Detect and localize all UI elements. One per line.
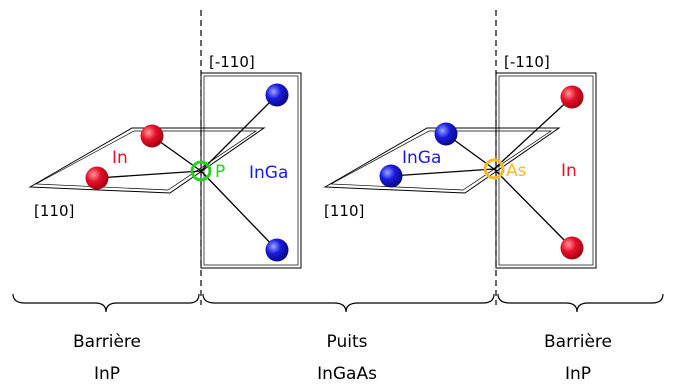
left-in-atom-lower [85, 166, 109, 190]
right-110-plane [323, 127, 561, 194]
left-horizontal-direction-label: [110] [34, 202, 74, 220]
brace-barrier-left [12, 293, 200, 313]
left-bond-2 [96, 170, 202, 179]
left-inga-atom-upper [265, 83, 289, 107]
left-110-plane [28, 127, 266, 194]
left-bond-3 [200, 94, 278, 172]
right-bond-3 [493, 96, 573, 170]
region-barrier-right-line1: Barrière [544, 332, 612, 352]
left-in-atom-upper [140, 124, 164, 148]
left-rect-atoms-label: InGa [249, 163, 288, 183]
right-plane-atoms-label: InGa [402, 148, 441, 168]
right-in-atom-upper [560, 85, 584, 109]
left-anion-label: P [215, 162, 225, 182]
right-vertical-direction-label: [-110] [504, 53, 550, 71]
left-110-plane-inner [34, 130, 258, 191]
left-inga-atom-lower [265, 238, 289, 262]
region-well-line1: Puits [327, 332, 368, 352]
right-horizontal-direction-label: [110] [324, 202, 364, 220]
region-barrier-right-line2: InP [565, 364, 591, 384]
right-bond-2 [390, 168, 495, 177]
region-barrier-left-line1: Barrière [73, 332, 141, 352]
brace-well [202, 293, 495, 313]
region-barrier-left-line2: InP [94, 364, 120, 384]
brace-barrier-right [497, 293, 664, 313]
right-bond-4 [493, 168, 573, 249]
left-plane-atoms-label: In [112, 148, 128, 168]
region-well-line2: InGaAs [317, 364, 377, 384]
left-unit-cell: [-110] [110] In P InGa [28, 53, 302, 269]
right-inga-atom-lower [379, 164, 403, 188]
left-bond-4 [200, 170, 278, 251]
right-minus110-plane-inner [498, 75, 594, 266]
right-inga-atom-upper [434, 122, 458, 146]
left-minus110-plane-inner [203, 75, 299, 266]
right-unit-cell: [-110] [110] InGa As In [323, 53, 597, 269]
left-vertical-direction-label: [-110] [209, 53, 255, 71]
right-as-atom [483, 158, 505, 180]
right-anion-label: As [506, 161, 527, 181]
right-110-plane-inner [329, 130, 553, 191]
right-in-atom-lower [560, 236, 584, 260]
right-rect-atoms-label: In [561, 161, 577, 181]
left-p-atom [190, 160, 212, 182]
